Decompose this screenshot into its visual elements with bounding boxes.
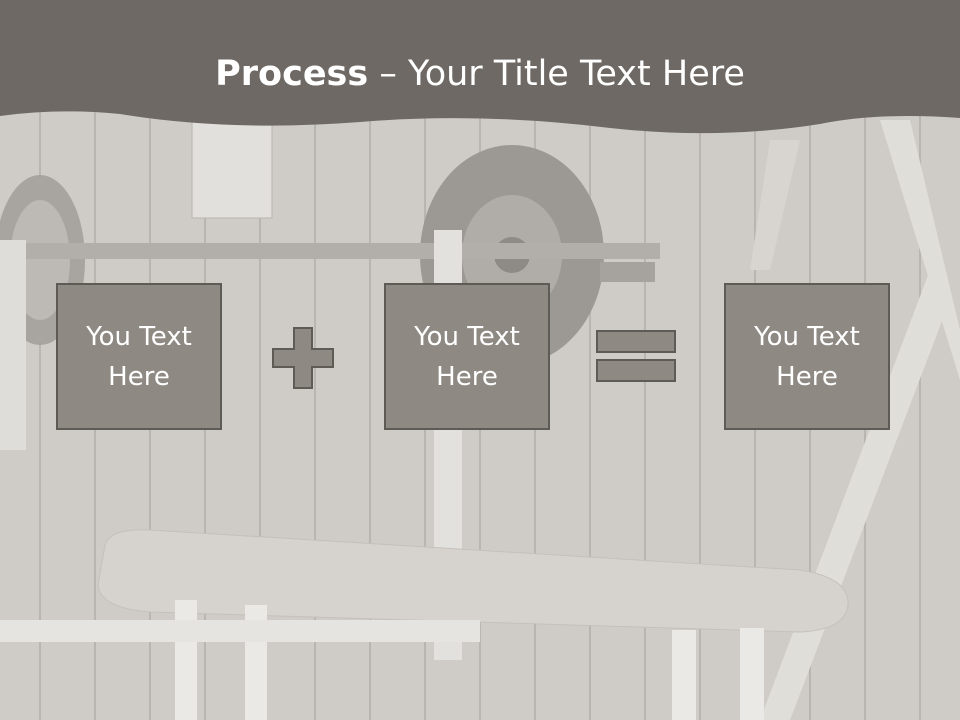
- slide-title: Process – Your Title Text Here: [0, 52, 960, 96]
- process-box-3-label: You Text Here: [754, 321, 860, 392]
- process-box-2: You Text Here: [384, 283, 550, 430]
- equals-icon: [596, 330, 676, 382]
- title-bold-word: Process: [215, 54, 369, 94]
- plus-icon: [272, 327, 334, 389]
- process-box-3: You Text Here: [724, 283, 890, 430]
- process-box-1: You Text Here: [56, 283, 222, 430]
- title-separator: –: [368, 54, 408, 94]
- title-rest: Your Title Text Here: [407, 54, 745, 94]
- process-box-1-label: You Text Here: [86, 321, 192, 392]
- process-box-2-label: You Text Here: [414, 321, 520, 392]
